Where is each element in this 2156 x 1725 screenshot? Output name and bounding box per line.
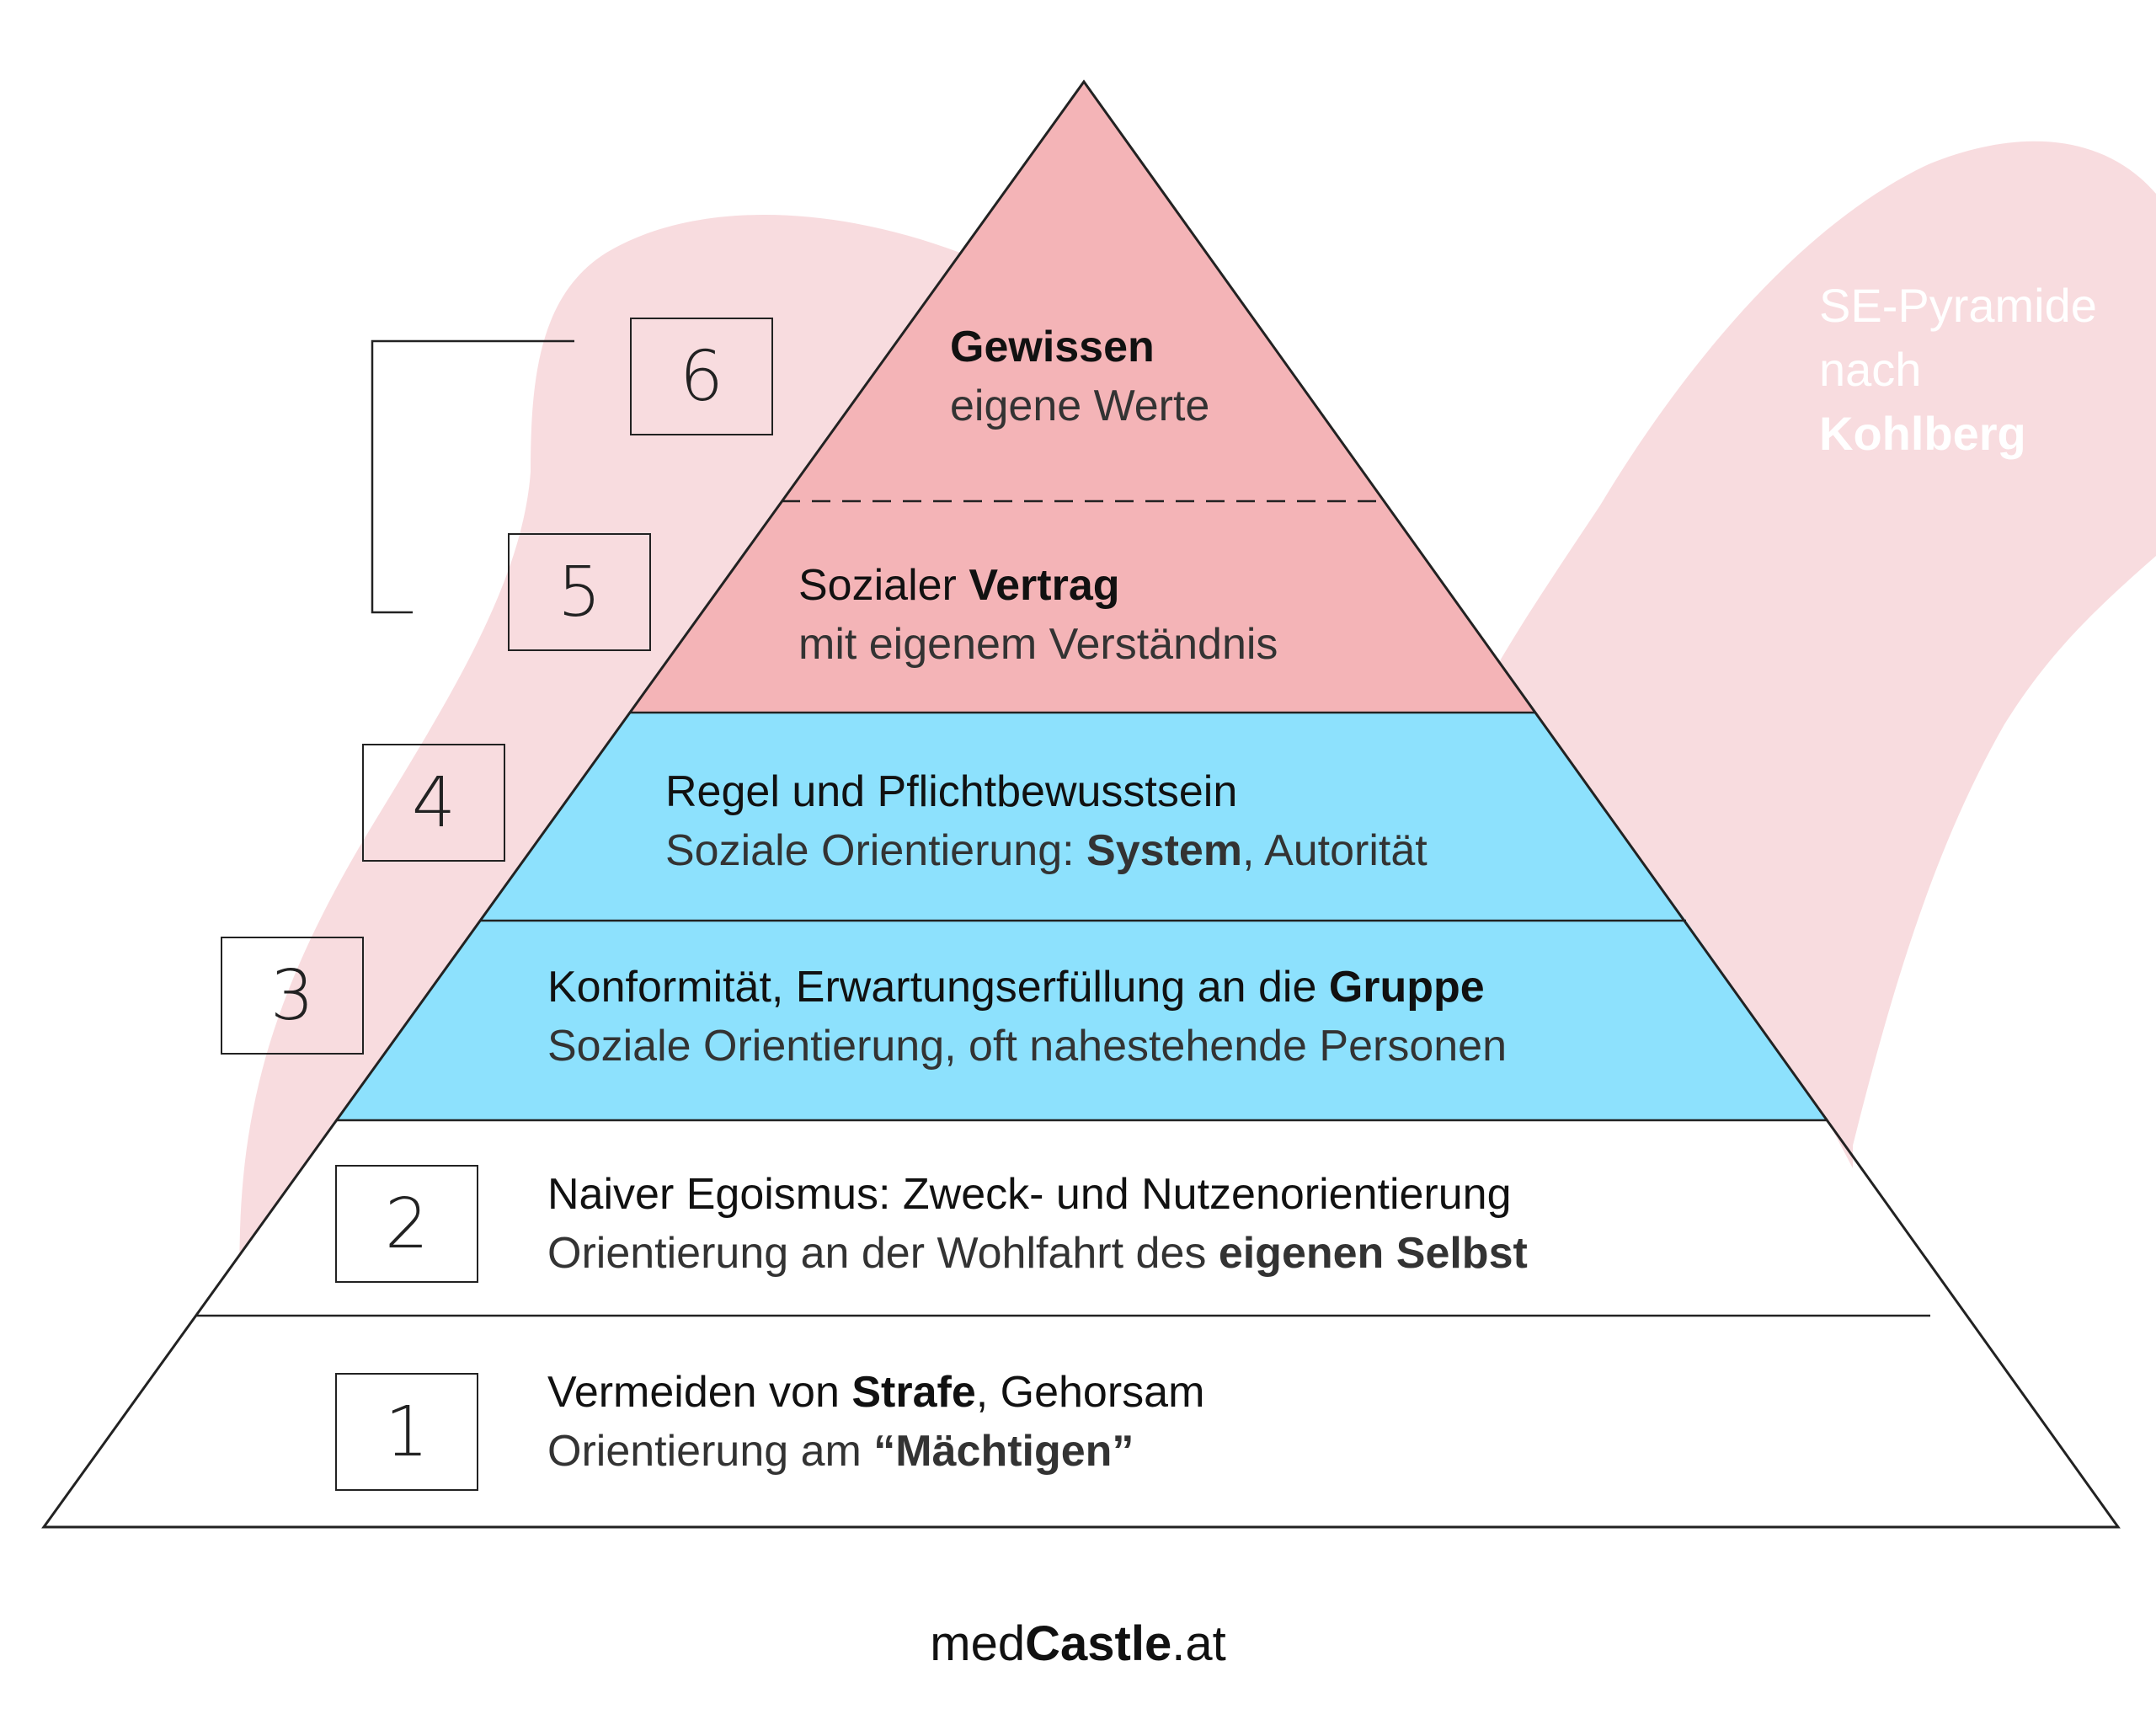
- band-level-5: [630, 501, 1534, 713]
- level-6-title: Gewissen: [950, 323, 1155, 371]
- level-2-subtitle-bold: eigenen Selbst: [1218, 1229, 1528, 1278]
- pyramid-outline: [41, 79, 2121, 1529]
- level-4-subtitle-bold: System: [1086, 826, 1243, 875]
- title-line-1: SE-Pyramide: [1819, 279, 2097, 332]
- level-4-text: Regel und Pflichtbewusstsein Soziale Ori…: [665, 762, 1428, 880]
- level-6-subtitle: eigene Werte: [950, 382, 1210, 430]
- band-level-4: [480, 713, 1686, 921]
- title-line-2: nach: [1819, 343, 1922, 396]
- title-line-3: Kohlberg: [1819, 407, 2026, 460]
- level-2-subtitle-plain: Orientierung an der Wohlfahrt des: [547, 1229, 1219, 1278]
- level-3-subtitle: Soziale Orientierung, oft nahestehende P…: [547, 1022, 1507, 1071]
- level-2-title: Naiver Egoismus: Zweck- und Nutzenorient…: [547, 1170, 1512, 1219]
- level-1-text: Vermeiden von Strafe, Gehorsam Orientier…: [547, 1363, 1204, 1481]
- band-level-3: [337, 921, 1828, 1120]
- footer-brand: medCastle.at: [0, 1616, 2156, 1672]
- level-4-title: Regel und Pflichtbewusstsein: [665, 767, 1238, 816]
- band-level-6: [782, 82, 1384, 501]
- level-4-number: 4: [362, 744, 505, 862]
- level-6-number: 6: [630, 318, 773, 435]
- level-1-subtitle-plain: Orientierung am: [547, 1427, 874, 1476]
- level-5-title-plain: Sozialer: [798, 561, 969, 610]
- level-3-title-plain: Konformität, Erwartungserfüllung an die: [547, 963, 1329, 1012]
- level-3-title-bold: Gruppe: [1328, 963, 1485, 1012]
- level-5-text: Sozialer Vertrag mit eigenem Verständnis: [798, 556, 1278, 674]
- level-5-title-bold: Vertrag: [969, 561, 1120, 610]
- level-1-subtitle-bold: “Mächtigen”: [873, 1427, 1134, 1476]
- band-level-1: [44, 1316, 2118, 1527]
- level-1-number: 1: [335, 1373, 478, 1491]
- level-2-number: 2: [335, 1165, 478, 1283]
- level-3-text: Konformität, Erwartungserfüllung an die …: [547, 958, 1507, 1076]
- level-4-subtitle-plain: Soziale Orientierung:: [665, 826, 1087, 875]
- diagram-title: SE-Pyramide nach Kohlberg: [1819, 274, 2097, 466]
- footer-suffix: .at: [1171, 1616, 1226, 1671]
- level-2-text: Naiver Egoismus: Zweck- und Nutzenorient…: [547, 1165, 1528, 1283]
- level-1-title-tail: , Gehorsam: [975, 1368, 1205, 1417]
- footer-brand-name: Castle: [1025, 1616, 1172, 1671]
- level-5-number: 5: [508, 533, 651, 651]
- bracket-levels-5-6: [371, 339, 574, 614]
- level-3-number: 3: [221, 937, 364, 1055]
- level-4-subtitle-tail: , Autorität: [1242, 826, 1428, 875]
- level-1-title-plain: Vermeiden von: [547, 1368, 852, 1417]
- level-5-subtitle: mit eigenem Verständnis: [798, 620, 1278, 669]
- level-6-text: Gewissen eigene Werte: [950, 318, 1209, 435]
- footer-prefix: med: [930, 1616, 1026, 1671]
- band-level-2: [195, 1120, 1930, 1316]
- level-1-title-bold: Strafe: [851, 1368, 976, 1417]
